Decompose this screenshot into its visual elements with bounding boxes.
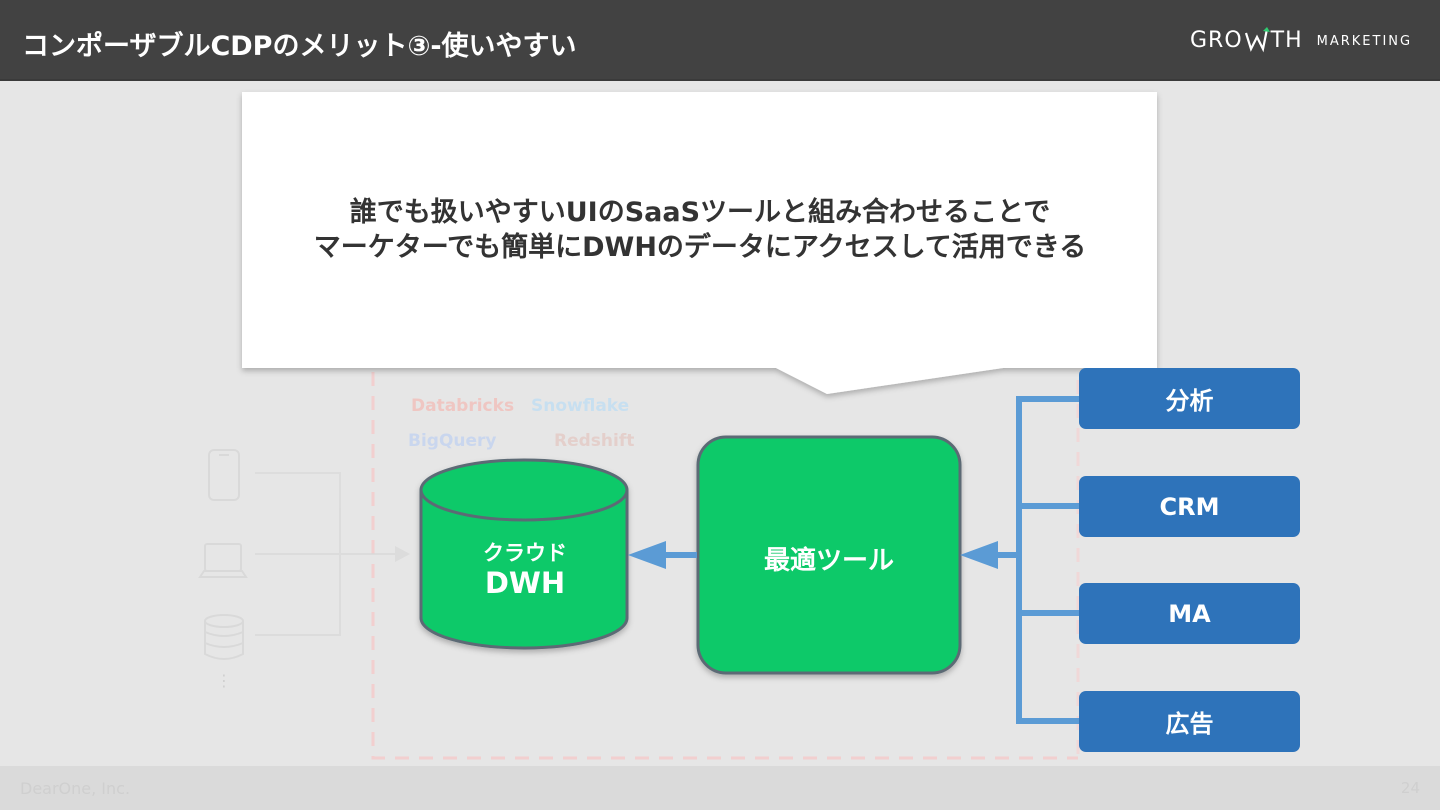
slide-header: コンポーザブルCDPのメリット③-使いやすい GRO TH MARKETING — [0, 0, 1440, 81]
use-case-analytics: 分析 — [1079, 368, 1300, 429]
callout-line-1: 誰でも扱いやすいUIのSaaSツールと組み合わせることで — [349, 197, 1051, 228]
databricks-label: Databricks — [411, 396, 515, 416]
sources-connector — [255, 472, 410, 636]
logo-sub: MARKETING — [1316, 34, 1413, 49]
use-case-connector — [990, 396, 1079, 724]
footer-company: DearOne, Inc. — [20, 779, 131, 798]
use-case-advertising: 広告 — [1079, 691, 1300, 752]
tool-to-dwh-arrow — [628, 541, 697, 569]
optimal-tool-label: 最適ツール — [763, 546, 894, 576]
bigquery-label: BigQuery — [408, 431, 497, 451]
dwh-label-cloud: クラウド — [483, 541, 567, 565]
slide-footer: DearOne, Inc. 24 — [0, 766, 1440, 810]
cloud-dwh-cylinder — [419, 458, 629, 650]
dwh-area-dashed-frame — [371, 372, 1078, 760]
use-case-crm: CRM — [1079, 476, 1300, 537]
callout-message: 誰でも扱いやすいUIのSaaSツールと組み合わせることで マーケターでも簡単にD… — [243, 195, 1157, 265]
smartphone-icon — [208, 449, 240, 501]
database-icon — [204, 614, 244, 660]
logo-w-arrow-icon — [1244, 27, 1270, 53]
callout-line-2: マーケターでも簡単にDWHのデータにアクセスして活用できる — [313, 232, 1087, 263]
laptop-icon — [198, 543, 248, 578]
more-sources-ellipsis: ⋮ — [216, 671, 232, 690]
dwh-label-dwh: DWH — [484, 566, 566, 600]
growth-marketing-logo: GRO TH MARKETING — [1190, 20, 1430, 60]
slide-title: コンポーザブルCDPのメリット③-使いやすい — [22, 31, 577, 62]
speech-bubble — [242, 92, 1157, 394]
use-case-ma: MA — [1079, 583, 1300, 644]
page-number: 24 — [1400, 779, 1420, 797]
logo-main-left: GRO — [1190, 27, 1243, 53]
logo-main-right: TH — [1270, 27, 1303, 53]
snowflake-label: Snowflake — [531, 396, 630, 416]
redshift-label: Redshift — [554, 431, 635, 451]
use-cases-to-tool-arrowhead — [960, 541, 998, 569]
